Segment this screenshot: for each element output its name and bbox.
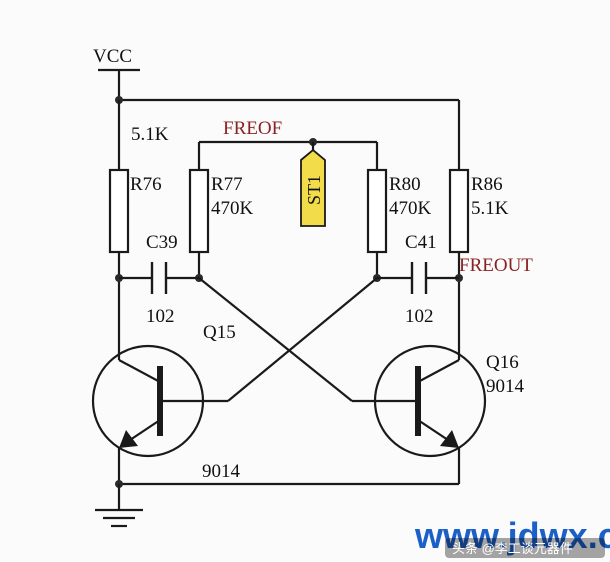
watermark-site: www.jdwx.cn [414,515,610,556]
r76-ref: R76 [130,174,162,195]
testpoint-label: ST1 [304,175,324,205]
resistor-r76[interactable] [108,168,130,254]
q15-ref: Q15 [203,322,236,343]
r80-ref: R80 [389,174,421,195]
r86-ref: R86 [471,174,503,195]
c39-value: 102 [146,306,175,327]
q16-part: 9014 [486,376,525,397]
r77-value: 470K [211,198,254,219]
freout-net-label: FREOUT [459,255,533,276]
watermark-caption: 头条 @李工谈元器件 [452,541,573,556]
cross-wire-left-to-q16-base [198,277,353,402]
r77-ref: R77 [211,174,243,195]
transistor-q15[interactable] [91,344,205,484]
vcc-symbol: VCC [93,46,140,100]
c39-ref: C39 [146,232,178,253]
c41-ref: C41 [405,232,437,253]
resistor-r80[interactable] [366,168,388,254]
vcc-label: VCC [93,46,132,67]
r86-value: 5.1K [471,198,509,219]
resistor-r77[interactable] [188,168,210,254]
cross-wire-right-to-q15-base [227,277,378,402]
freof-net-label: FREOF [223,118,282,139]
q16-ref: Q16 [486,352,519,373]
ground-symbol [95,484,143,528]
watermark-caption-bg [445,538,605,558]
r76-value: 5.1K [131,124,169,145]
q15-part: 9014 [202,461,241,482]
watermark: www.jdwx.cn 头条 @李工谈元器件 [414,515,610,558]
resistor-r86[interactable] [448,168,470,254]
testpoint-st1[interactable]: ST1 [300,142,326,227]
transistor-q16[interactable] [373,344,487,484]
c41-value: 102 [405,306,434,327]
r80-value: 470K [389,198,432,219]
